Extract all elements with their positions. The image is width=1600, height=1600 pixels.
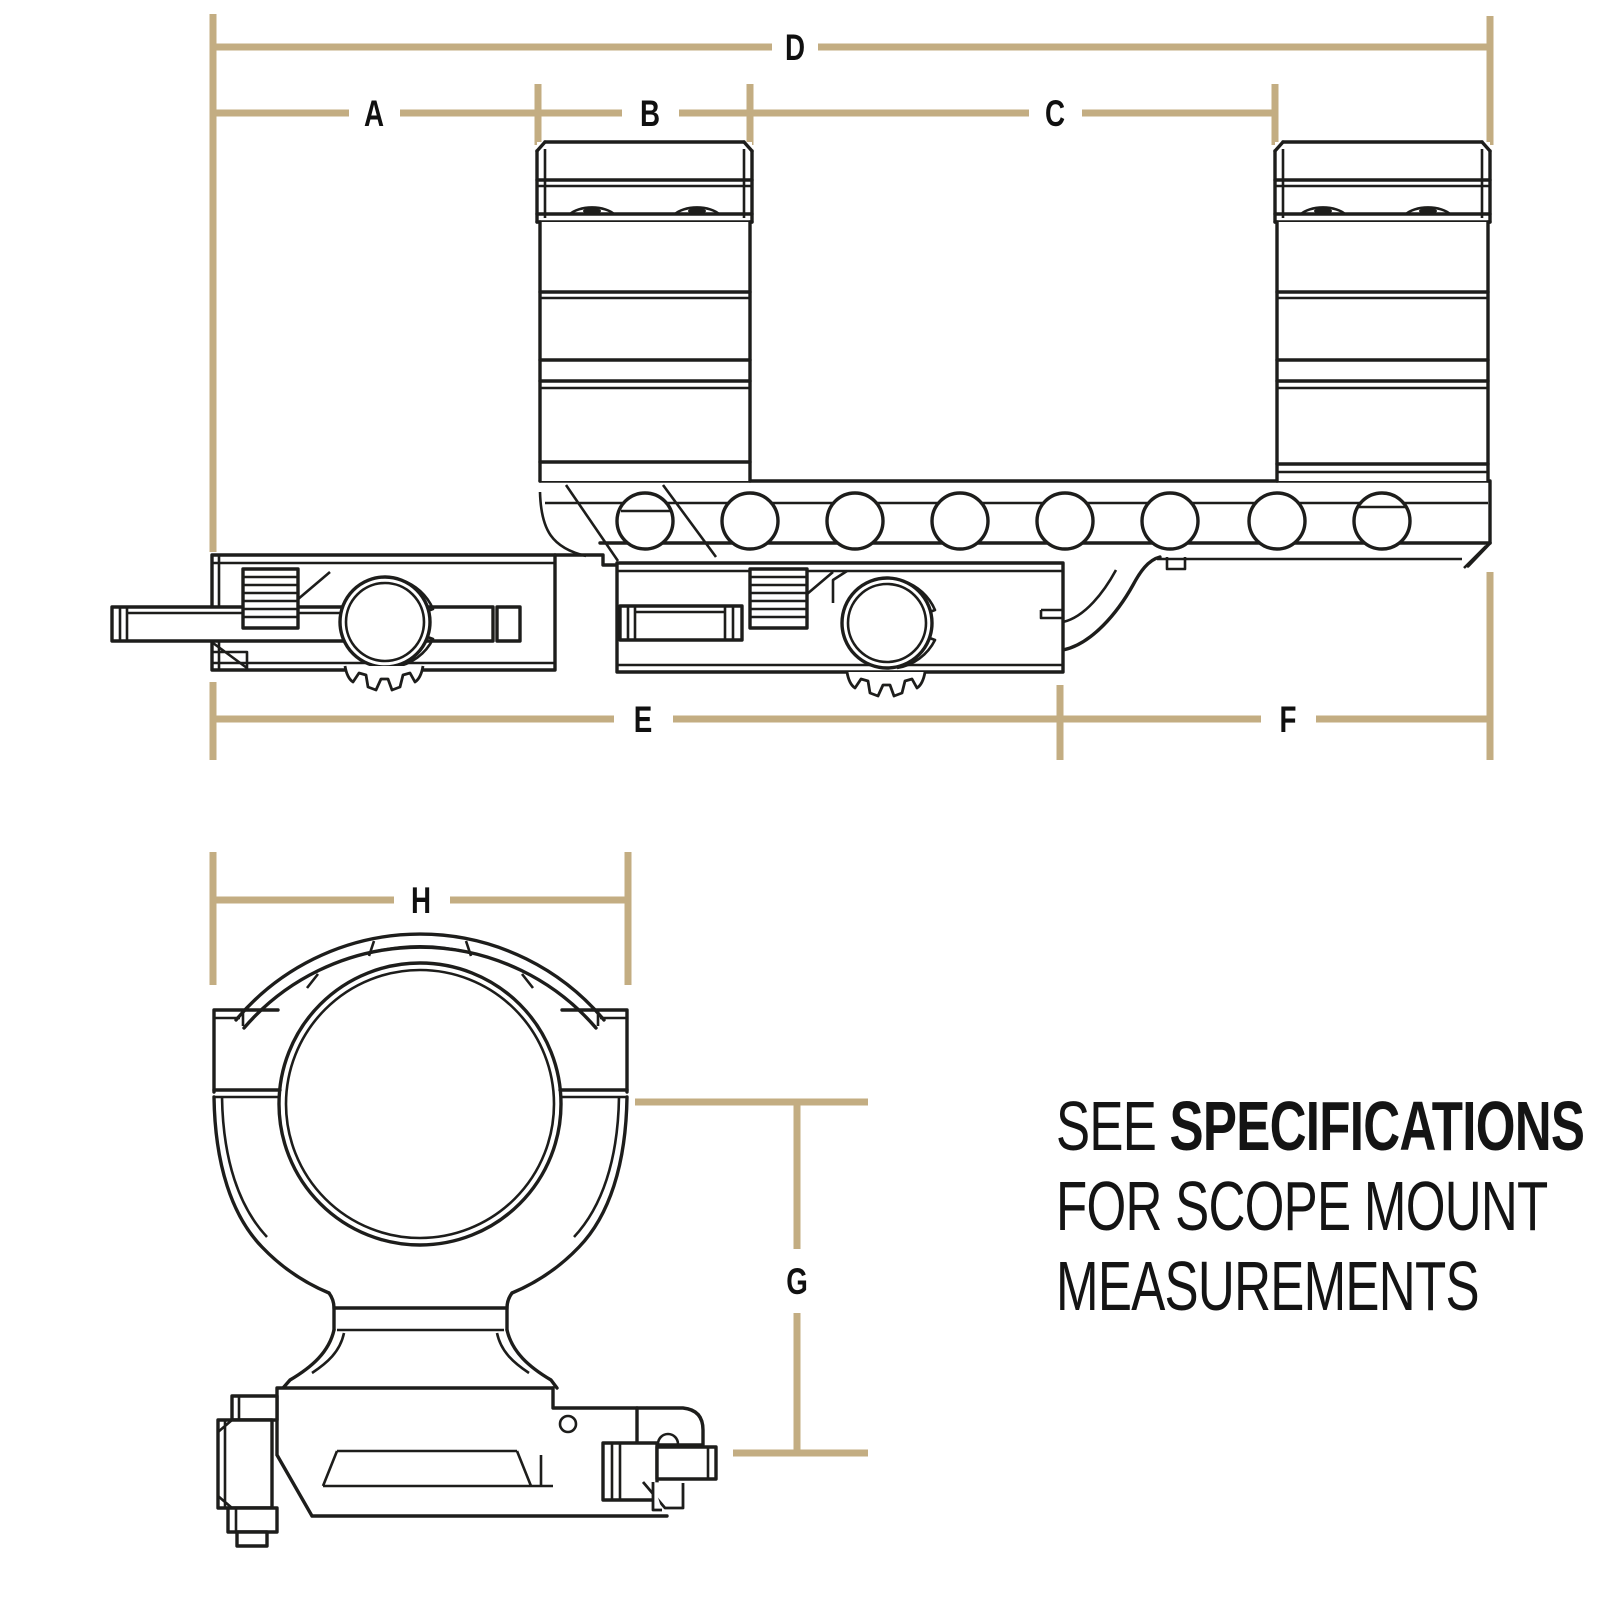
mount-base — [275, 1386, 669, 1518]
ring-lower-body — [212, 1095, 629, 1390]
dimension-label-b: B — [640, 92, 660, 134]
clamp-middle-gear-teeth — [845, 670, 927, 698]
note-lead-text: SEE — [1056, 1087, 1170, 1165]
note-line-1: SEE SPECIFICATIONS — [1056, 1086, 1585, 1166]
clamp-left — [110, 553, 619, 692]
specifications-note: SEE SPECIFICATIONS FOR SCOPE MOUNT MEASU… — [1056, 1086, 1585, 1326]
note-emphasis-text: SPECIFICATIONS — [1169, 1087, 1585, 1165]
dimension-g — [635, 1098, 868, 1457]
clamp-middle-knob — [840, 576, 934, 670]
scope-bore-circle — [277, 961, 563, 1247]
note-line-3: MEASUREMENTS — [1056, 1247, 1480, 1325]
dimension-label-h: H — [411, 879, 431, 921]
note-line-2: FOR SCOPE MOUNT — [1056, 1167, 1548, 1245]
clamp-left-knob — [338, 575, 432, 669]
dimension-label-a: A — [364, 92, 384, 134]
dimension-label-e: E — [634, 698, 653, 740]
rail — [538, 479, 1492, 652]
ring-cap-band — [234, 932, 606, 1030]
ring-side-blocks — [212, 1008, 629, 1094]
dimension-lines — [209, 14, 1494, 1457]
clamp-left-gear-teeth — [343, 665, 425, 692]
clamp-middle-lever — [618, 604, 744, 642]
dimension-abc-row — [213, 84, 1279, 145]
ring-tower-right — [1273, 140, 1492, 483]
clamp-middle — [615, 561, 1065, 698]
base-pin-hole — [558, 1414, 578, 1434]
dimension-label-f: F — [1280, 698, 1297, 740]
dimension-labels: D A B C E F H G — [364, 26, 1296, 1302]
dimension-ef-row — [213, 685, 1490, 760]
side-view-drawing — [110, 140, 1492, 698]
front-view-drawing — [212, 932, 718, 1548]
rail-holes — [615, 491, 1412, 551]
ring-tower-left — [535, 140, 754, 483]
dimension-h — [209, 852, 632, 985]
dimension-label-d: D — [785, 26, 805, 68]
front-clamp-nut — [216, 1394, 279, 1548]
dimension-label-c: C — [1045, 92, 1065, 134]
dimension-label-g: G — [786, 1260, 808, 1302]
front-clamp-lever — [601, 1406, 718, 1512]
